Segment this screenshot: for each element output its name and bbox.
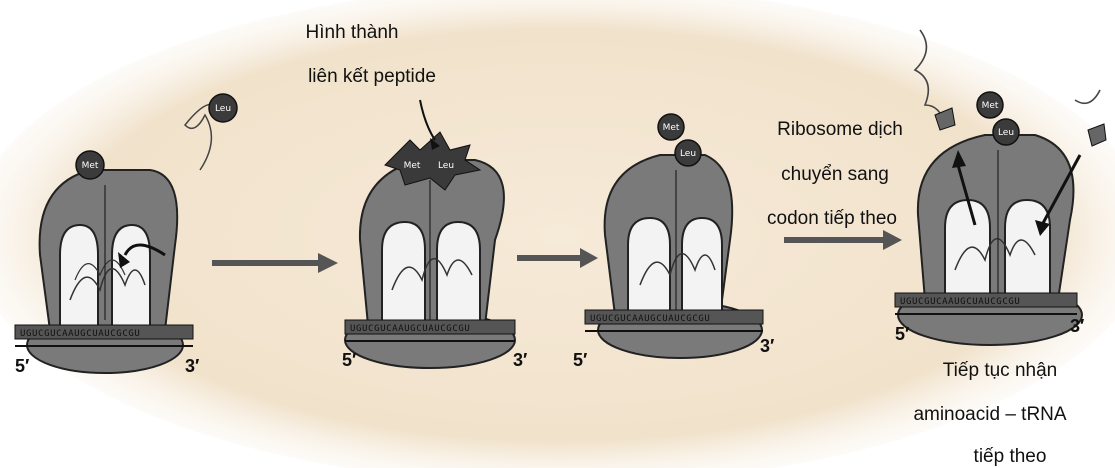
three-prime-2: 3′ bbox=[513, 350, 527, 370]
translocation-line-1: Ribosome dịch bbox=[777, 119, 903, 140]
translocation-line-3: codon tiếp theo bbox=[767, 208, 897, 229]
five-prime-3: 5′ bbox=[573, 350, 587, 370]
next-trna-line-3: tiếp theo bbox=[974, 446, 1047, 467]
translocation-caption: Ribosome dịch chuyển sang codon tiếp the… bbox=[767, 119, 903, 229]
mrna-codons-3: UGUCGUCAAUGCUAUCGCGU bbox=[590, 314, 710, 324]
leu-label-4: Leu bbox=[998, 128, 1014, 138]
mrna-codons-1: UGUCGUCAAUGCUAUCGCGU bbox=[20, 329, 140, 339]
next-trna-line-1: Tiếp tục nhận bbox=[943, 360, 1057, 381]
met-label-4: Met bbox=[982, 101, 999, 111]
five-prime-4: 5′ bbox=[895, 324, 909, 344]
met-label-2: Met bbox=[404, 161, 421, 171]
five-prime-1: 5′ bbox=[15, 356, 29, 376]
three-prime-1: 3′ bbox=[185, 356, 199, 376]
three-prime-4: 3′ bbox=[1070, 316, 1084, 336]
mrna-codons-4: UGUCGUCAAUGCUAUCGCGU bbox=[900, 297, 1020, 307]
five-prime-2: 5′ bbox=[342, 350, 356, 370]
peptide-caption-line-1: Hình thành bbox=[306, 22, 399, 43]
three-prime-3: 3′ bbox=[760, 336, 774, 356]
peptide-caption-line-2: liên kết peptide bbox=[308, 66, 436, 87]
translocation-line-2: chuyển sang bbox=[781, 164, 889, 185]
leu-label: Leu bbox=[215, 104, 231, 114]
mrna-codons-2: UGUCGUCAAUGCUAUCGCGU bbox=[350, 324, 470, 334]
leu-label-2: Leu bbox=[438, 161, 454, 171]
met-label-3: Met bbox=[663, 123, 680, 133]
leu-label-3: Leu bbox=[680, 149, 696, 159]
next-trna-line-2: aminoacid – tRNA bbox=[913, 404, 1066, 425]
met-label: Met bbox=[82, 161, 99, 171]
